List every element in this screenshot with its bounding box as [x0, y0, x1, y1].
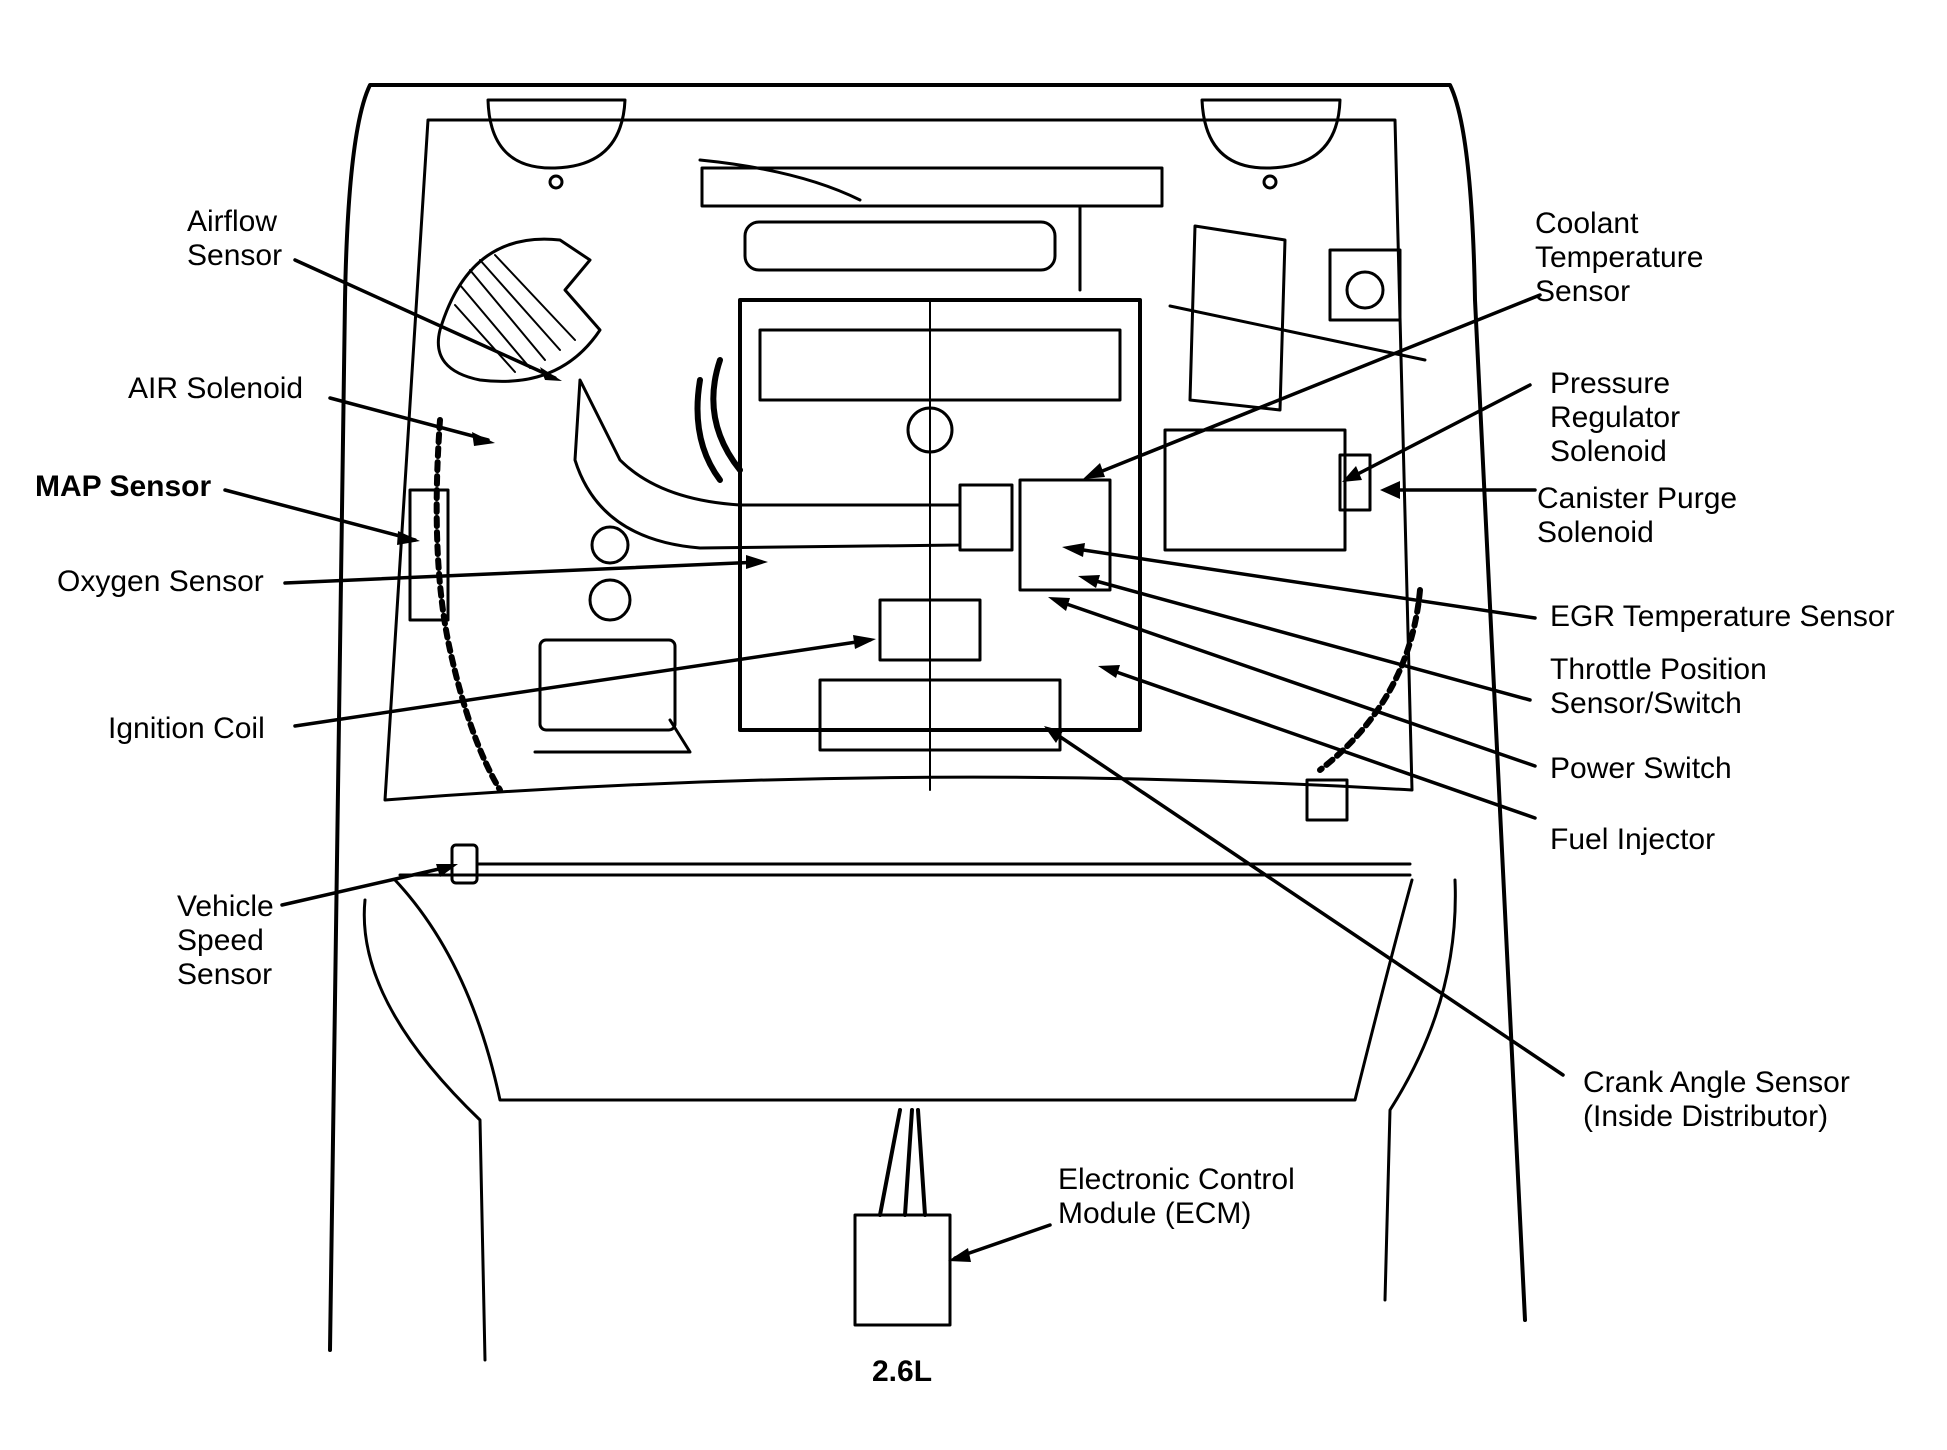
right-hose [1317, 587, 1423, 773]
diagram-caption: 2.6L [872, 1355, 933, 1388]
leader-throttle-position-sensor [1083, 576, 1532, 702]
vehicle-body-outline [328, 83, 1527, 1352]
leader-egr-temperature-sensor [1068, 546, 1537, 620]
arrowhead-map [397, 531, 420, 545]
arrowhead-fuel [1098, 665, 1120, 678]
arrowhead-crank [1044, 726, 1063, 743]
arrowhead-power [1048, 597, 1070, 611]
radiator [700, 166, 1164, 208]
label-map-sensor: MAP Sensor [35, 470, 212, 503]
right-headlamp [1200, 98, 1342, 170]
arrowhead-air-solenoid [472, 432, 495, 446]
label-vehicle-speed-sensor: Vehicle Speed Sensor [177, 890, 274, 991]
leader-power-switch [1053, 598, 1537, 768]
leader-map-sensor [223, 488, 417, 542]
leader-oxygen-sensor [283, 560, 762, 585]
arrowhead-egr [1062, 543, 1085, 557]
hood-inner-outline [383, 118, 1414, 802]
label-pressure-regulator-solenoid: Pressure Regulator Solenoid [1550, 367, 1681, 468]
leader-crank-angle-sensor [1048, 728, 1565, 1077]
left-headlamp [486, 98, 627, 170]
leader-air-solenoid [328, 396, 490, 442]
arrowhead-vss [436, 864, 458, 877]
arrowhead-airflow [540, 367, 562, 381]
label-coolant-temperature-sensor: Coolant Temperature Sensor [1535, 207, 1704, 308]
label-egr-temperature-sensor: EGR Temperature Sensor [1550, 600, 1895, 633]
arrowhead-ecm [948, 1248, 971, 1262]
label-crank-angle-sensor: Crank Angle Sensor (Inside Distributor) [1583, 1066, 1850, 1133]
label-ignition-coil: Ignition Coil [108, 712, 265, 745]
battery [1188, 224, 1287, 412]
right-fender-line [1383, 878, 1457, 1302]
leader-fuel-injector [1103, 666, 1537, 820]
intake-duct [573, 378, 962, 550]
label-canister-purge-solenoid: Canister Purge Solenoid [1537, 482, 1738, 549]
relay-box [1328, 248, 1402, 322]
leader-coolant-temperature-sensor [1088, 293, 1542, 478]
arrowhead-oxygen [746, 555, 768, 569]
label-throttle-position-sensor-switch: Throttle Position Sensor/Switch [1550, 653, 1767, 720]
label-ecm: Electronic Control Module (ECM) [1058, 1163, 1295, 1230]
engine-block [738, 298, 1142, 732]
leader-ecm [953, 1223, 1052, 1260]
leader-vehicle-speed-sensor [280, 864, 454, 907]
leader-ignition-coil [293, 638, 872, 728]
arrowhead-coolant [1083, 463, 1105, 479]
left-fender-line [362, 898, 487, 1362]
arrowhead-tps [1078, 575, 1100, 588]
arrowhead-pressure [1342, 466, 1362, 482]
washer-reservoir [538, 638, 677, 732]
leader-pressure-regulator-solenoid [1348, 383, 1532, 480]
label-power-switch: Power Switch [1550, 752, 1732, 785]
leader-airflow-sensor [293, 258, 557, 380]
arrowhead-ignition [853, 635, 876, 649]
label-air-solenoid: AIR Solenoid [128, 372, 304, 405]
label-oxygen-sensor: Oxygen Sensor [57, 565, 264, 598]
label-airflow-sensor: Airflow Sensor [187, 205, 283, 272]
left-hose [433, 417, 503, 793]
label-fuel-injector: Fuel Injector [1550, 823, 1716, 856]
arrowhead-canister [1380, 481, 1400, 499]
ecm-box [853, 1213, 952, 1327]
air-cleaner [436, 237, 602, 383]
windshield-outline [393, 878, 1414, 1102]
